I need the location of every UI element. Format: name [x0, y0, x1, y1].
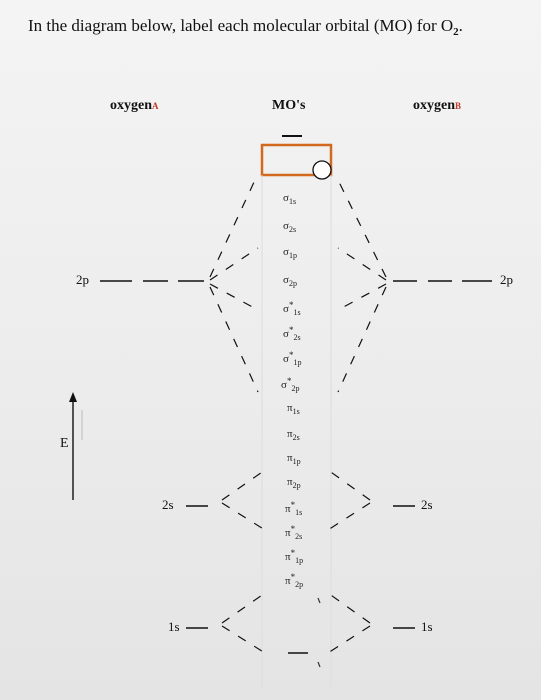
level-label-2p-b: 2p	[500, 272, 513, 287]
mo-label-pi-1p[interactable]: π1p	[287, 452, 301, 466]
mo-label-sigma-star-1s[interactable]: σ*1s	[283, 300, 301, 317]
mo-label-pi-2s[interactable]: π2s	[287, 428, 300, 442]
level-label-2s-b: 2s	[421, 497, 433, 512]
mo-label-pi-2p[interactable]: π2p	[287, 476, 301, 490]
level-label-1s-a: 1s	[168, 619, 180, 634]
mo-label-sigma-2s[interactable]: σ2s	[283, 220, 297, 234]
column-header-oxygen-b: oxygenB	[413, 98, 462, 113]
energy-arrow-head-icon	[69, 392, 77, 402]
mo-label-sigma-2p[interactable]: σ2p	[283, 274, 297, 288]
mo-label-pi-star-1p[interactable]: π*1p	[285, 548, 304, 565]
mo-label-pi-1s[interactable]: π1s	[287, 402, 300, 416]
mo-label-sigma-star-2p[interactable]: σ*2p	[281, 376, 300, 393]
column-header-mos: MO's	[272, 98, 306, 113]
mo-label-pi-star-2s[interactable]: π*2s	[285, 524, 303, 541]
question-text: In the diagram below, label each molecul…	[28, 16, 463, 38]
level-label-2s-a: 2s	[162, 497, 174, 512]
energy-axis-label: E	[60, 436, 69, 451]
mo-label-pi-star-2p[interactable]: π*2p	[285, 572, 304, 589]
mo-label-sigma-star-1p[interactable]: σ*1p	[283, 350, 302, 367]
drop-target-box[interactable]	[260, 143, 333, 177]
level-label-2p-a: 2p	[76, 272, 89, 287]
mo-label-pi-star-1s[interactable]: π*1s	[285, 500, 303, 517]
mo-label-sigma-1p[interactable]: σ1p	[283, 246, 297, 260]
level-label-1s-b: 1s	[421, 619, 433, 634]
column-header-oxygen-a: oxygenA	[110, 98, 159, 113]
mo-label-sigma-star-2s[interactable]: σ*2s	[283, 325, 301, 342]
hand-cursor-icon	[312, 160, 332, 180]
mo-label-sigma-1s[interactable]: σ1s	[283, 192, 297, 206]
